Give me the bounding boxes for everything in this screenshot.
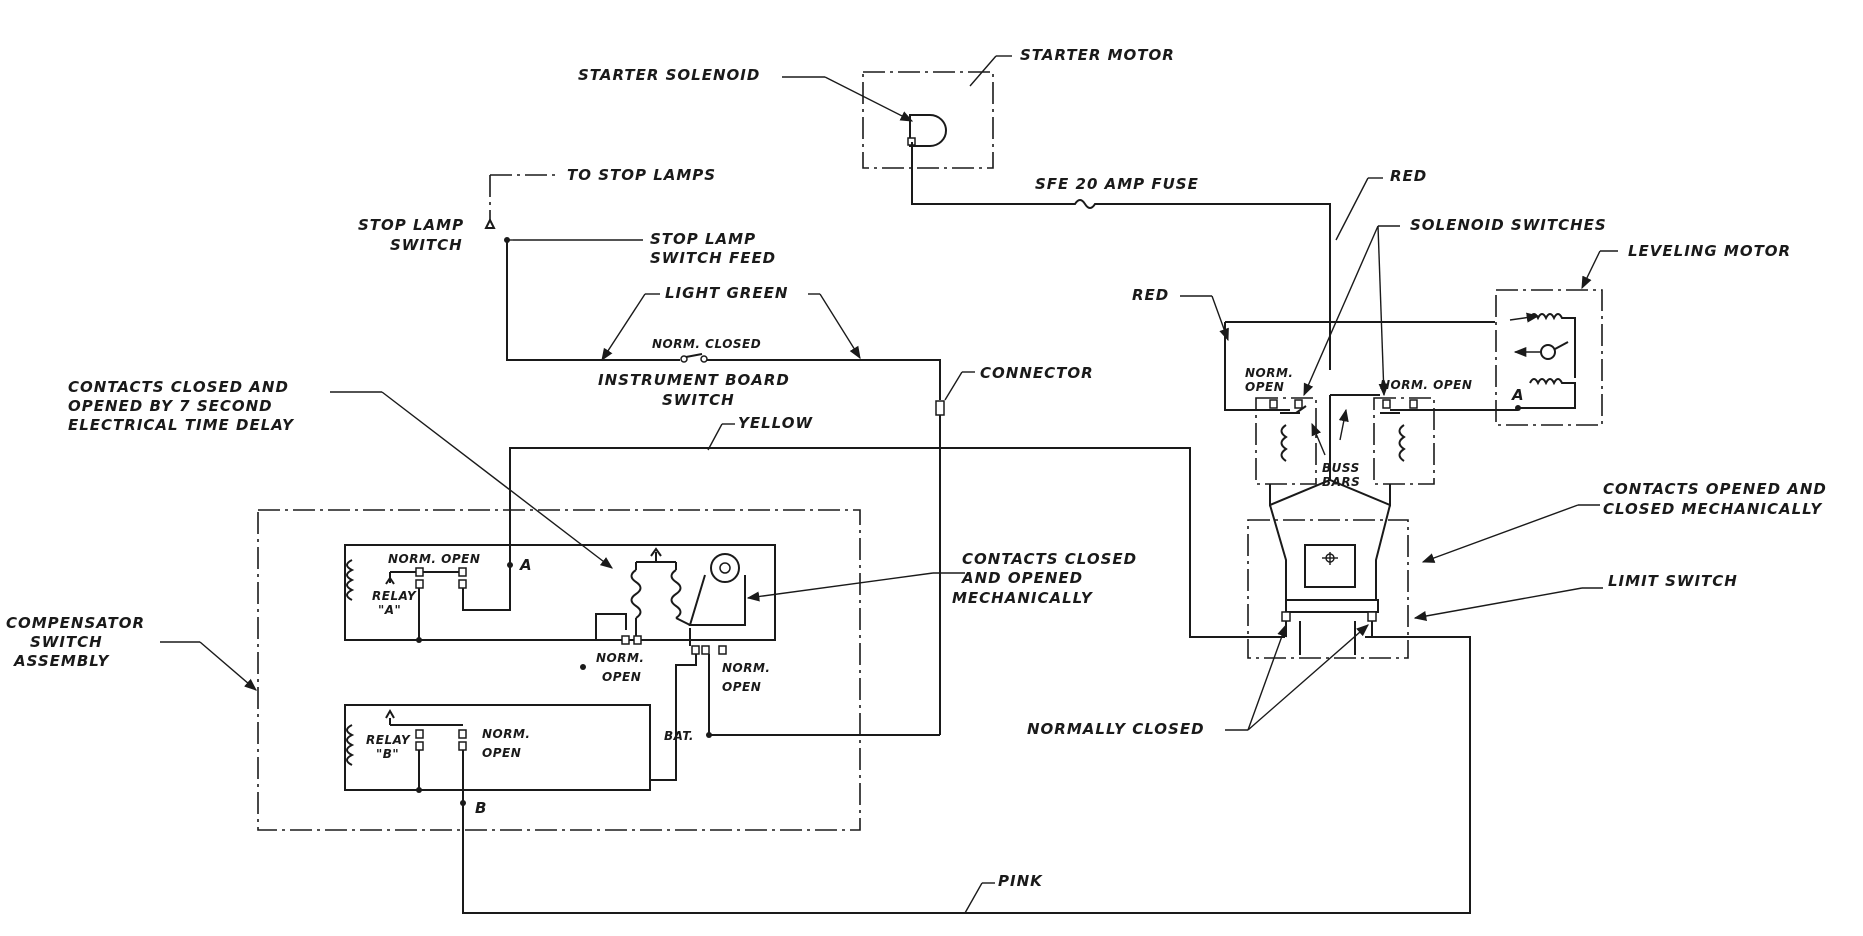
label-relay-a-2: "A" — [378, 603, 401, 617]
label-stop-lamp-feed-1: STOP LAMP — [650, 230, 756, 248]
label-sol-norm-open-2: OPEN — [1245, 380, 1284, 394]
label-starter-motor: STARTER MOTOR — [1020, 46, 1175, 64]
label-stop-lamp-switch-1: STOP LAMP — [358, 216, 464, 234]
label-center-norm-2: OPEN — [602, 670, 641, 684]
label-fuse: SFE 20 AMP FUSE — [1035, 175, 1199, 193]
label-time-delay-3: ELECTRICAL TIME DELAY — [68, 416, 295, 434]
starter-solenoid-symbol — [909, 114, 947, 147]
label-relay-a-norm-open: NORM. OPEN — [388, 552, 480, 566]
limit-switch-housing — [1247, 519, 1409, 659]
label-limit-switch: LIMIT SWITCH — [1608, 572, 1738, 590]
starter-motor-housing — [862, 71, 994, 169]
label-compensator-2: SWITCH — [30, 633, 103, 651]
label-stop-lamp-switch-2: SWITCH — [390, 236, 463, 254]
label-normally-closed: NORMALLY CLOSED — [1027, 720, 1205, 738]
label-starter-solenoid: STARTER SOLENOID — [578, 66, 760, 84]
label-buss-bars-2: BARS — [1322, 475, 1360, 489]
label-relay-a-1: RELAY — [372, 589, 417, 603]
label-right-norm-2: OPEN — [722, 680, 761, 694]
label-norm-closed: NORM. CLOSED — [652, 337, 761, 351]
label-instrument-board-1: INSTRUMENT BOARD — [598, 371, 790, 389]
label-compensator-1: COMPENSATOR — [6, 614, 145, 632]
label-sol-norm-open-3: NORM. OPEN — [1380, 378, 1472, 392]
label-terminal-a: A — [519, 556, 533, 574]
label-light-green: LIGHT GREEN — [665, 284, 788, 302]
label-terminal-b: B — [475, 799, 487, 817]
label-red-1: RED — [1390, 167, 1427, 185]
label-terminal-a-right: A — [1511, 386, 1525, 404]
label-compensator-3: ASSEMBLY — [13, 652, 111, 670]
compensator-switch-assembly — [257, 509, 861, 831]
label-relay-b-norm-1: NORM. — [482, 727, 530, 741]
label-contacts-mech-3: MECHANICALLY — [952, 589, 1094, 607]
label-pink: PINK — [998, 872, 1043, 890]
label-contacts-mech-1: CONTACTS CLOSED — [962, 550, 1137, 568]
label-connector: CONNECTOR — [980, 364, 1094, 382]
label-relay-b-norm-2: OPEN — [482, 746, 521, 760]
label-contacts-opened-2: CLOSED MECHANICALLY — [1603, 500, 1823, 518]
label-stop-lamp-feed-2: SWITCH FEED — [650, 249, 776, 267]
label-instrument-board-2: SWITCH — [662, 391, 735, 409]
label-buss-bars-1: BUSS — [1322, 461, 1360, 475]
label-relay-b-2: "B" — [376, 747, 399, 761]
connector-symbol — [935, 400, 945, 416]
label-right-norm-1: NORM. — [722, 661, 770, 675]
label-red-2: RED — [1132, 286, 1169, 304]
label-time-delay-1: CONTACTS CLOSED AND — [68, 378, 289, 396]
starter-motor-assembly — [862, 71, 994, 169]
label-to-stop-lamps: TO STOP LAMPS — [567, 166, 716, 184]
leveling-motor-housing — [1495, 289, 1603, 426]
label-contacts-opened-1: CONTACTS OPENED AND — [1603, 480, 1827, 498]
label-sol-norm-open-1: NORM. — [1245, 366, 1293, 380]
label-yellow: YELLOW — [738, 414, 813, 432]
label-solenoid-switches: SOLENOID SWITCHES — [1410, 216, 1607, 234]
label-relay-b-1: RELAY — [366, 733, 411, 747]
label-leveling-motor: LEVELING MOTOR — [1628, 242, 1791, 260]
label-bat: BAT. — [664, 729, 694, 743]
label-contacts-mech-2: AND OPENED — [961, 569, 1083, 587]
label-time-delay-2: OPENED BY 7 SECOND — [68, 397, 273, 415]
label-center-norm-1: NORM. — [596, 651, 644, 665]
